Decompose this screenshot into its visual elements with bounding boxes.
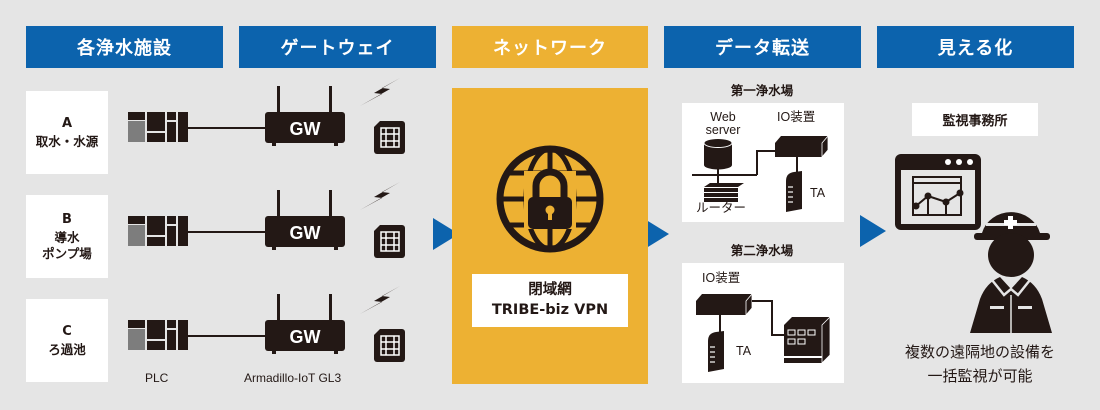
io-device-label: IO装置 bbox=[702, 271, 741, 285]
plant2-diagram bbox=[696, 292, 831, 372]
plant1-title: 第一浄水場 bbox=[730, 83, 794, 98]
ta-label: TA bbox=[810, 186, 826, 200]
facility-name: ろ過池 bbox=[48, 341, 86, 357]
sim-card-icon bbox=[374, 121, 405, 154]
gateway-caption: Armadillo-IoT GL3 bbox=[244, 371, 342, 385]
sim-card-icon bbox=[374, 329, 405, 362]
plant2-title: 第二浄水場 bbox=[730, 243, 794, 258]
plant2-box: IO装置 TA bbox=[682, 263, 844, 383]
facility-name-line2: ポンプ場 bbox=[42, 245, 92, 261]
gateway-router-icon: GW bbox=[265, 190, 345, 250]
gateway-row-c: GW bbox=[128, 286, 405, 362]
vpn-label: 閉域網 TRIBE-biz VPN bbox=[472, 274, 628, 327]
facility-letter: B bbox=[62, 211, 72, 227]
header-gateway: ゲートウェイ bbox=[239, 26, 436, 68]
description-line2: 一括監視が可能 bbox=[927, 367, 1033, 385]
visualization-description: 複数の遠隔地の設備を 一括監視が可能 bbox=[870, 340, 1090, 388]
gateway-router-icon: GW bbox=[265, 86, 345, 146]
facility-b: B 導水 ポンプ場 bbox=[26, 195, 108, 278]
web-server-label: Web server bbox=[700, 111, 746, 137]
router-label: ルーター bbox=[696, 201, 747, 215]
plc-icon bbox=[128, 216, 188, 246]
web-server-label-line1: Web bbox=[710, 110, 736, 124]
vpn-label-line2: TRIBE-biz VPN bbox=[491, 302, 609, 318]
plc-icon bbox=[128, 320, 188, 350]
facility-c: C ろ過池 bbox=[26, 299, 108, 382]
ta-label: TA bbox=[736, 344, 752, 358]
facility-name: 導水 bbox=[54, 229, 80, 245]
facility-letter: C bbox=[62, 323, 72, 339]
header-network: ネットワーク bbox=[452, 26, 648, 68]
facility-a: A 取水・水源 bbox=[26, 91, 108, 174]
gateway-label: GW bbox=[290, 119, 321, 139]
arrow-to-visualization bbox=[860, 215, 886, 247]
plant1-diagram bbox=[692, 134, 829, 212]
description-line1: 複数の遠隔地の設備を bbox=[904, 343, 1055, 361]
worker-icon bbox=[970, 212, 1052, 333]
router-icon bbox=[704, 183, 744, 202]
monitor-chart-icon bbox=[895, 154, 981, 230]
gateway-label: GW bbox=[290, 327, 321, 347]
header-visualization: 見える化 bbox=[877, 26, 1074, 68]
gateway-row-a: GW bbox=[128, 78, 405, 154]
arrow-to-network bbox=[433, 218, 459, 250]
database-icon bbox=[703, 138, 733, 170]
plant1-box: Web server IO装置 ルーター TA bbox=[682, 103, 844, 222]
terminal-adapter-icon bbox=[708, 331, 724, 372]
gateway-label: GW bbox=[290, 223, 321, 243]
lightning-icon bbox=[360, 286, 400, 314]
terminal-adapter-icon bbox=[786, 171, 802, 212]
header-facilities: 各浄水施設 bbox=[26, 26, 223, 68]
gateway-router-icon: GW bbox=[265, 294, 345, 354]
globe-lock-icon bbox=[496, 145, 604, 253]
plc-caption: PLC bbox=[145, 371, 169, 385]
header-data-transfer: データ転送 bbox=[664, 26, 861, 68]
lightning-icon bbox=[360, 78, 400, 106]
sim-card-icon bbox=[374, 225, 405, 258]
io-device-icon bbox=[696, 292, 753, 317]
io-device-label: IO装置 bbox=[777, 110, 816, 124]
network-panel: 閉域網 TRIBE-biz VPN bbox=[452, 88, 648, 384]
control-panel-icon bbox=[784, 316, 831, 364]
plc-icon bbox=[128, 112, 188, 142]
facility-name: 取水・水源 bbox=[35, 133, 99, 149]
gateway-row-b: GW bbox=[128, 182, 405, 258]
office-label: 監視事務所 bbox=[912, 103, 1038, 136]
facility-letter: A bbox=[61, 115, 73, 131]
web-server-label-line2: server bbox=[705, 123, 741, 137]
lightning-icon bbox=[360, 182, 400, 210]
arrow-to-data-transfer bbox=[643, 218, 669, 250]
vpn-label-line1: 閉域網 bbox=[528, 282, 572, 298]
io-device-icon bbox=[775, 134, 829, 159]
